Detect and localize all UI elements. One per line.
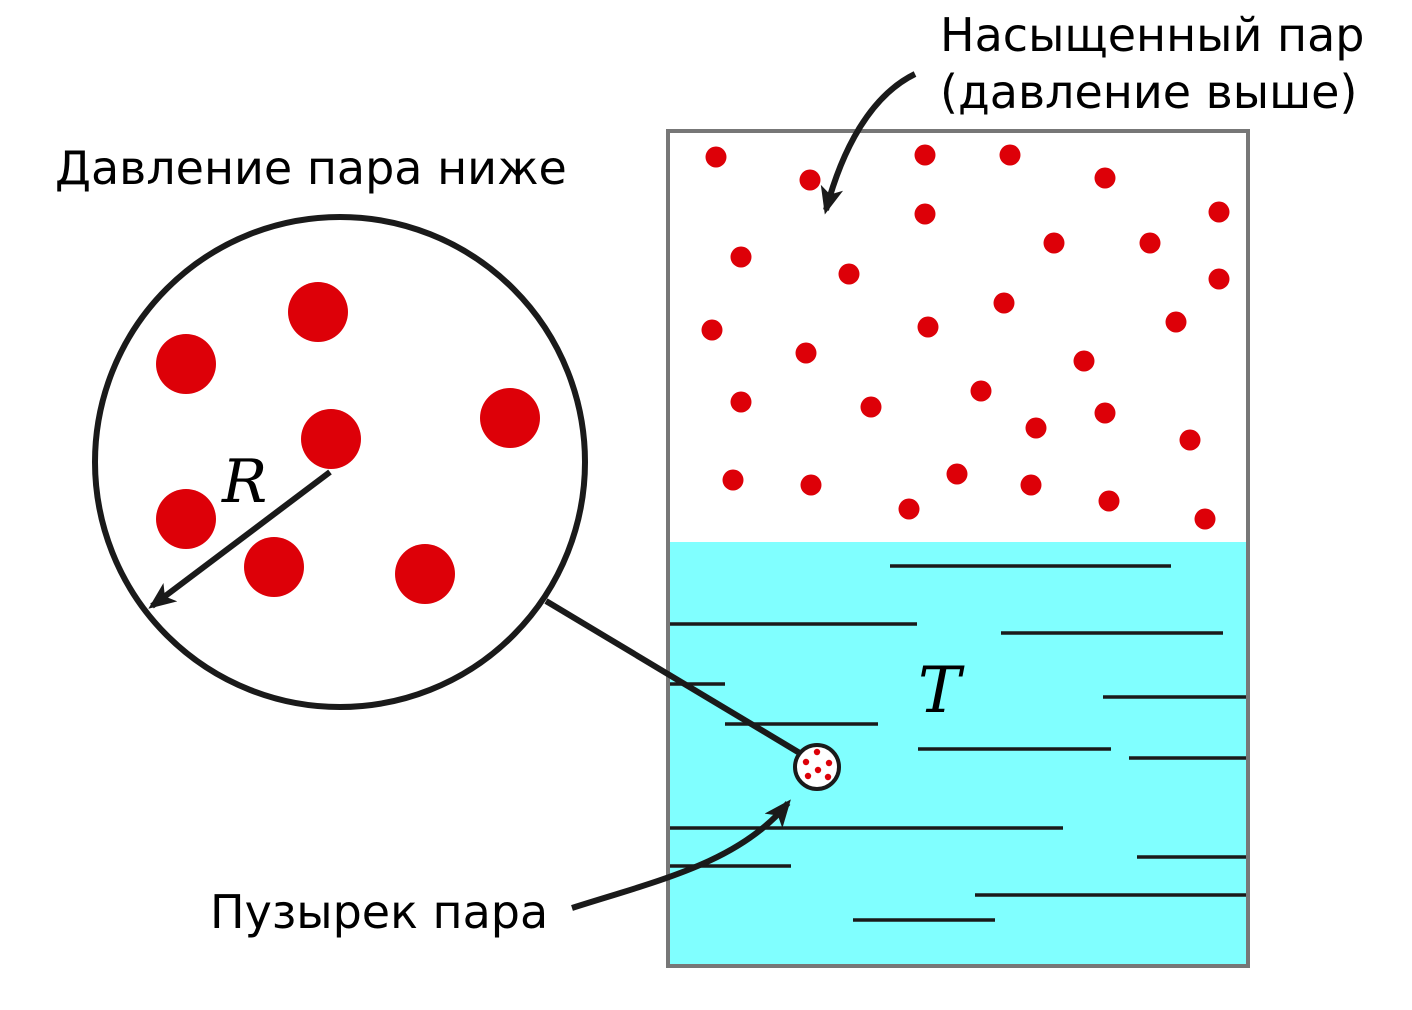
zoom-leader-line	[544, 598, 805, 758]
vapor-molecule	[156, 334, 216, 394]
vapor-molecule	[970, 380, 992, 402]
vapor-molecule	[301, 409, 361, 469]
bubble-label: Пузырек пара	[210, 885, 548, 939]
vapor-molecule	[799, 169, 821, 191]
container-border	[666, 129, 1250, 968]
vapor-molecule	[156, 489, 216, 549]
vapor-molecule	[1094, 167, 1116, 189]
saturated-vapor-label-line2: (давление выше)	[940, 65, 1357, 119]
vapor-molecule	[824, 773, 832, 781]
vapor-molecule	[802, 758, 810, 766]
vapor-molecule	[1208, 268, 1230, 290]
vapor-molecule	[838, 263, 860, 285]
vapor-molecule	[730, 246, 752, 268]
vapor-molecule	[705, 146, 727, 168]
saturated-vapor-arrow	[820, 71, 917, 215]
lower-pressure-label: Давление пара ниже	[55, 141, 567, 195]
vapor-bubble-molecules	[802, 748, 833, 781]
vapor-molecule	[825, 759, 833, 767]
vapor-molecule	[1139, 232, 1161, 254]
vapor-molecule	[860, 396, 882, 418]
vapor-molecule	[999, 144, 1021, 166]
saturated-vapor-molecules	[701, 144, 1230, 530]
vapor-molecule	[1208, 201, 1230, 223]
magnified-bubble-molecules	[156, 282, 540, 604]
vapor-molecule	[814, 766, 822, 774]
vapor-molecule	[1025, 417, 1047, 439]
container	[666, 129, 1250, 968]
vapor-molecule	[1020, 474, 1042, 496]
radius-symbol: R	[221, 447, 267, 517]
vapor-molecule	[288, 282, 348, 342]
vapor-molecule	[730, 391, 752, 413]
vapor-molecule	[795, 342, 817, 364]
vapor-molecule	[244, 537, 304, 597]
vapor-molecule	[722, 469, 744, 491]
vapor-molecule	[1165, 311, 1187, 333]
vapor-molecule	[946, 463, 968, 485]
liquid-region	[668, 542, 1248, 966]
vapor-molecule	[914, 203, 936, 225]
bubble-arrow	[571, 799, 791, 911]
vapor-molecule	[917, 316, 939, 338]
vapor-molecule	[1179, 429, 1201, 451]
radius-arrow	[148, 469, 332, 609]
vapor-molecule	[1043, 232, 1065, 254]
saturated-vapor-label-line1: Насыщенный пар	[940, 8, 1364, 62]
vapor-molecule	[1098, 490, 1120, 512]
vapor-molecule	[1194, 508, 1216, 530]
vapor-molecule	[813, 748, 821, 756]
vapor-molecule	[993, 292, 1015, 314]
vapor-molecule	[1094, 402, 1116, 424]
vapor-molecule	[395, 544, 455, 604]
vapor-molecule	[898, 498, 920, 520]
temperature-symbol: T	[918, 654, 965, 728]
vapor-molecule	[914, 144, 936, 166]
vapor-molecule	[701, 319, 723, 341]
vapor-bubble	[793, 743, 841, 791]
magnified-bubble: R	[92, 214, 588, 710]
vapor-molecule	[480, 388, 540, 448]
vapor-molecule	[804, 772, 812, 780]
vapor-molecule	[800, 474, 822, 496]
vapor-molecule	[1073, 350, 1095, 372]
